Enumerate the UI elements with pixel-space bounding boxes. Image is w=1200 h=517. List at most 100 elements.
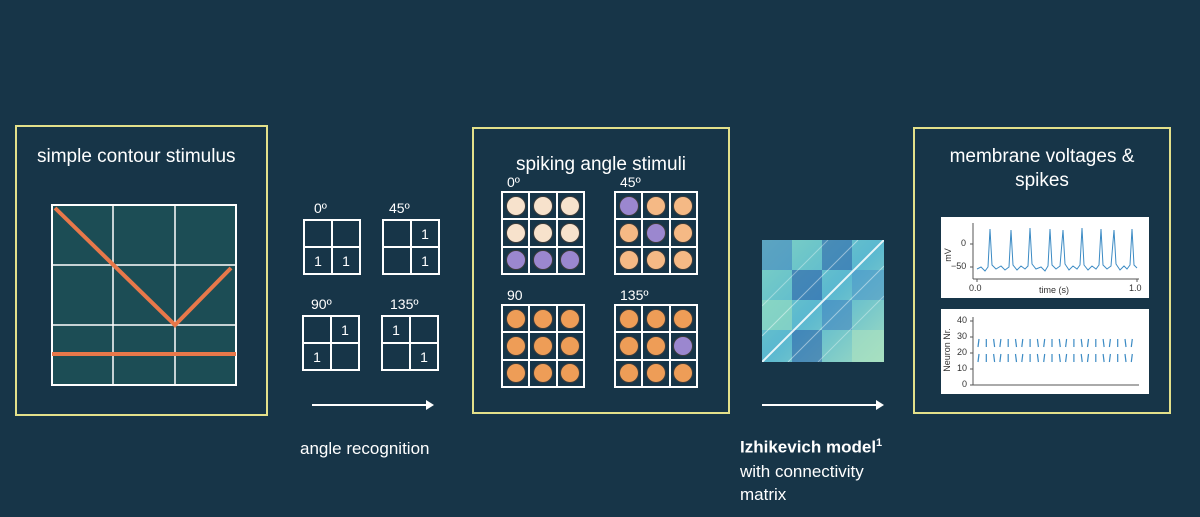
- spike-dot-purple: [673, 335, 694, 356]
- raster-spike: [977, 353, 980, 363]
- angle-label-0: 0º: [314, 200, 327, 216]
- spiking-cell: [642, 219, 670, 247]
- spike-dot-dark: [618, 363, 639, 384]
- spike-dot-dark: [673, 308, 694, 329]
- spiking-cell: [556, 192, 584, 220]
- spiking-cell: [615, 192, 643, 220]
- spike-dot-dark: [532, 363, 553, 384]
- angle-cell: 1: [411, 220, 439, 247]
- spike-dot-medium: [618, 250, 639, 271]
- spiking-cell: [615, 305, 643, 333]
- spike-dot-purple: [618, 195, 639, 216]
- membrane-title-line1: membrane voltages &: [949, 146, 1135, 167]
- contour-stimulus-title: simple contour stimulus: [37, 146, 236, 167]
- raster-spike: [1124, 338, 1127, 348]
- voltage-xlabel: time (s): [1039, 285, 1069, 295]
- raster-plot: Neuron Nr. 40 30 20 10 0: [941, 309, 1149, 394]
- raster-spike: [1108, 353, 1111, 363]
- spike-dot-light: [532, 195, 553, 216]
- raster-spike: [1130, 338, 1133, 348]
- spiking-cell: [642, 332, 670, 360]
- spiking-cell: [556, 219, 584, 247]
- spike-dot-medium: [673, 195, 694, 216]
- spiking-cell: [669, 246, 697, 274]
- spiking-cell: [556, 246, 584, 274]
- spike-dot-dark: [505, 363, 526, 384]
- raster-ytick-30: 30: [957, 331, 968, 341]
- membrane-panel: membrane voltages & spikes mV 0 −50 0.0 …: [913, 127, 1171, 414]
- raster-spike: [993, 353, 996, 363]
- raster-spike: [1080, 353, 1083, 363]
- arrow-right-icon: [762, 400, 884, 410]
- voltage-ylabel: mV: [942, 248, 953, 262]
- spiking-label-90: 90: [507, 287, 523, 303]
- spike-dot-medium: [618, 222, 639, 243]
- angle-cell: 1: [331, 316, 359, 343]
- spiking-cell: [642, 246, 670, 274]
- voltage-ytick-0: 0: [961, 238, 967, 248]
- raster-spike: [1036, 338, 1039, 348]
- angle-recognition-label: angle recognition: [300, 439, 430, 458]
- spiking-label-45: 45º: [620, 174, 641, 190]
- raster-ytick-20: 20: [957, 347, 968, 357]
- raster-spike: [1124, 353, 1127, 363]
- spiking-cell: [642, 192, 670, 220]
- angle-cell: 1: [382, 316, 410, 343]
- spike-dot-dark: [645, 308, 666, 329]
- angle-cell: [410, 316, 438, 343]
- model-title: Izhikevich model1: [740, 437, 882, 458]
- contour-line: [53, 206, 233, 328]
- model-line2: with connectivity: [740, 462, 864, 481]
- spiking-cell: [529, 246, 557, 274]
- angle-cell: [382, 343, 410, 370]
- spiking-stimuli-panel: spiking angle stimuli 0º 45º 90 135º: [472, 127, 730, 414]
- arrow-right-icon: [312, 400, 434, 410]
- spiking-cell: [502, 246, 530, 274]
- raster-spike: [1065, 338, 1068, 348]
- raster-spikes: [977, 338, 1133, 363]
- spiking-grid-135: [614, 304, 698, 388]
- angle-grid-90: 1 1: [302, 315, 360, 371]
- spike-dot-dark: [560, 308, 581, 329]
- spiking-cell: [642, 305, 670, 333]
- spiking-label-135: 135º: [620, 287, 649, 303]
- raster-spike: [977, 338, 980, 348]
- spike-dot-purple: [560, 250, 581, 271]
- angle-label-90: 90º: [311, 296, 332, 312]
- raster-spike: [1021, 353, 1024, 363]
- spiking-cell: [669, 219, 697, 247]
- spike-dot-dark: [505, 335, 526, 356]
- voltage-xtick-start: 0.0: [969, 283, 982, 293]
- spike-dot-purple: [645, 222, 666, 243]
- spike-dot-dark: [532, 335, 553, 356]
- raster-spike: [1080, 338, 1083, 348]
- spike-dot-purple: [505, 250, 526, 271]
- spike-dot-light: [505, 195, 526, 216]
- voltage-ytick-minus50: −50: [951, 261, 967, 271]
- angle-grid-0: 1 1: [303, 219, 361, 275]
- raster-spike: [993, 338, 996, 348]
- spike-dot-light: [532, 222, 553, 243]
- angle-cell: [304, 220, 332, 247]
- spike-dot-medium: [645, 195, 666, 216]
- connectivity-matrix: [762, 240, 884, 362]
- spiking-cell: [502, 219, 530, 247]
- spiking-cell: [669, 332, 697, 360]
- contour-stimulus-panel: simple contour stimulus: [15, 125, 268, 416]
- angle-cell: 1: [332, 247, 360, 274]
- spike-dot-light: [560, 222, 581, 243]
- voltage-xtick-end: 1.0: [1129, 283, 1142, 293]
- raster-spike: [1102, 338, 1105, 348]
- raster-spike: [1014, 338, 1018, 348]
- raster-spike: [1102, 353, 1105, 363]
- raster-spike: [1021, 338, 1024, 348]
- spike-dot-light: [505, 222, 526, 243]
- angle-label-135: 135º: [390, 296, 419, 312]
- spiking-cell: [556, 359, 584, 387]
- raster-spike: [1014, 353, 1018, 363]
- spiking-grid-45: [614, 191, 698, 275]
- spiking-cell: [669, 192, 697, 220]
- spike-dot-light: [560, 195, 581, 216]
- raster-spike: [1058, 353, 1061, 363]
- spiking-cell: [556, 332, 584, 360]
